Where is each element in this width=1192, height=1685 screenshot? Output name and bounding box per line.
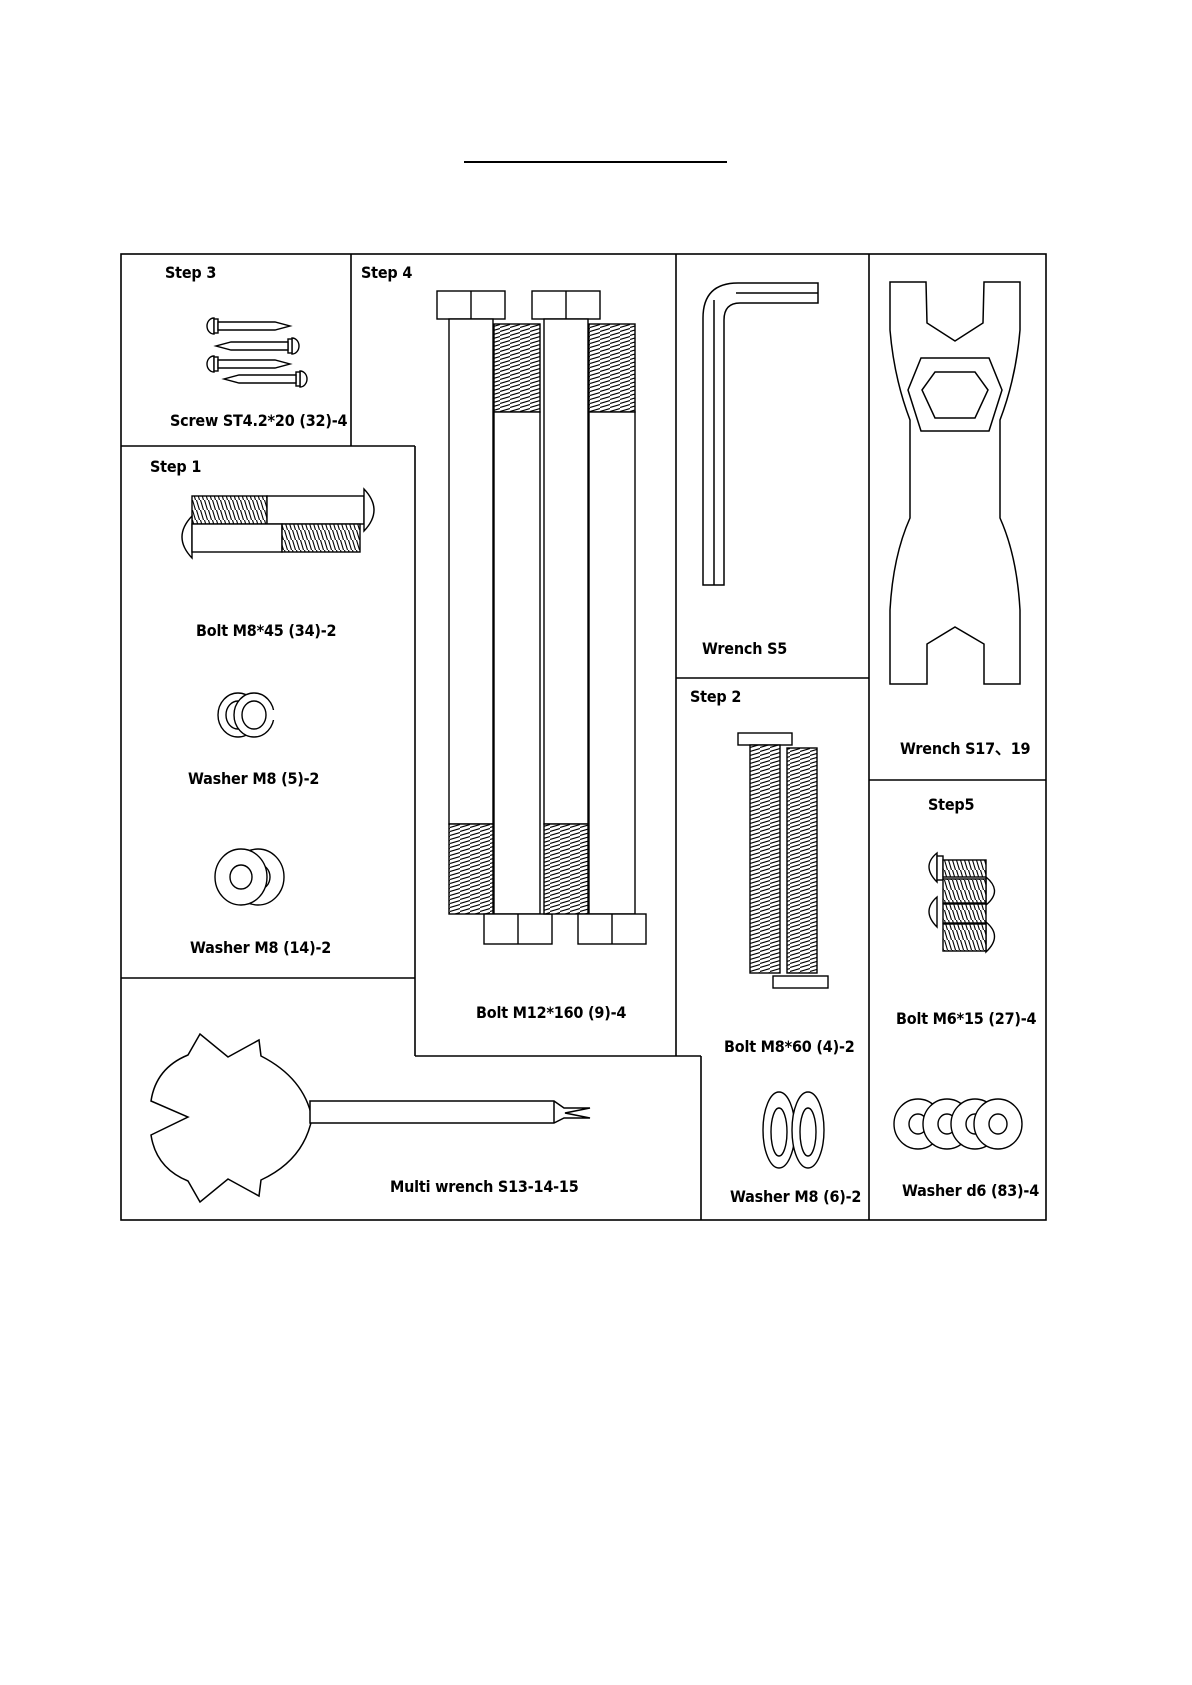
- step-4-label: Step 4: [361, 263, 412, 282]
- step-5-label: Step5: [928, 795, 975, 814]
- bolt-icon: [437, 291, 646, 944]
- hex-key-icon: [703, 283, 818, 585]
- part-label-bolt-m6-15: Bolt M6*15 (27)-4: [896, 1009, 1037, 1028]
- part-label-bolt-m8-60: Bolt M8*60 (4)-2: [724, 1037, 855, 1056]
- part-label-bolt-m8-45: Bolt M8*45 (34)-2: [196, 621, 336, 640]
- spring-washer-icon: [763, 1092, 824, 1168]
- part-label-bolt-m12-160: Bolt M12*160 (9)-4: [476, 1003, 626, 1022]
- step-3-label: Step 3: [165, 263, 216, 282]
- part-label-wrench-s17-19: Wrench S17、19: [900, 739, 1031, 758]
- part-label-washer-m8-14: Washer M8 (14)-2: [190, 938, 331, 957]
- part-label-multi-wrench: Multi wrench S13-14-15: [390, 1177, 579, 1196]
- part-label-washer-m8-6: Washer M8 (6)-2: [730, 1187, 861, 1206]
- spring-washer-icon: [218, 693, 277, 737]
- step-2-label: Step 2: [690, 687, 741, 706]
- part-label-washer-m8-5: Washer M8 (5)-2: [188, 769, 319, 788]
- step-1-label: Step 1: [150, 457, 201, 476]
- bolt-icon: [182, 489, 374, 558]
- part-label-washer-d6-83: Washer d6 (83)-4: [902, 1181, 1039, 1200]
- part-label-wrench-s5: Wrench S5: [702, 639, 787, 658]
- bolt-icon: [929, 853, 995, 952]
- flat-washer-icon: [894, 1099, 1022, 1149]
- screw-icon: [207, 318, 307, 387]
- bolt-icon: [738, 733, 828, 988]
- part-label-screw-st4-2: Screw ST4.2*20 (32)-4: [170, 411, 347, 430]
- double-end-wrench-icon: [890, 282, 1020, 684]
- flat-washer-icon: [215, 849, 284, 905]
